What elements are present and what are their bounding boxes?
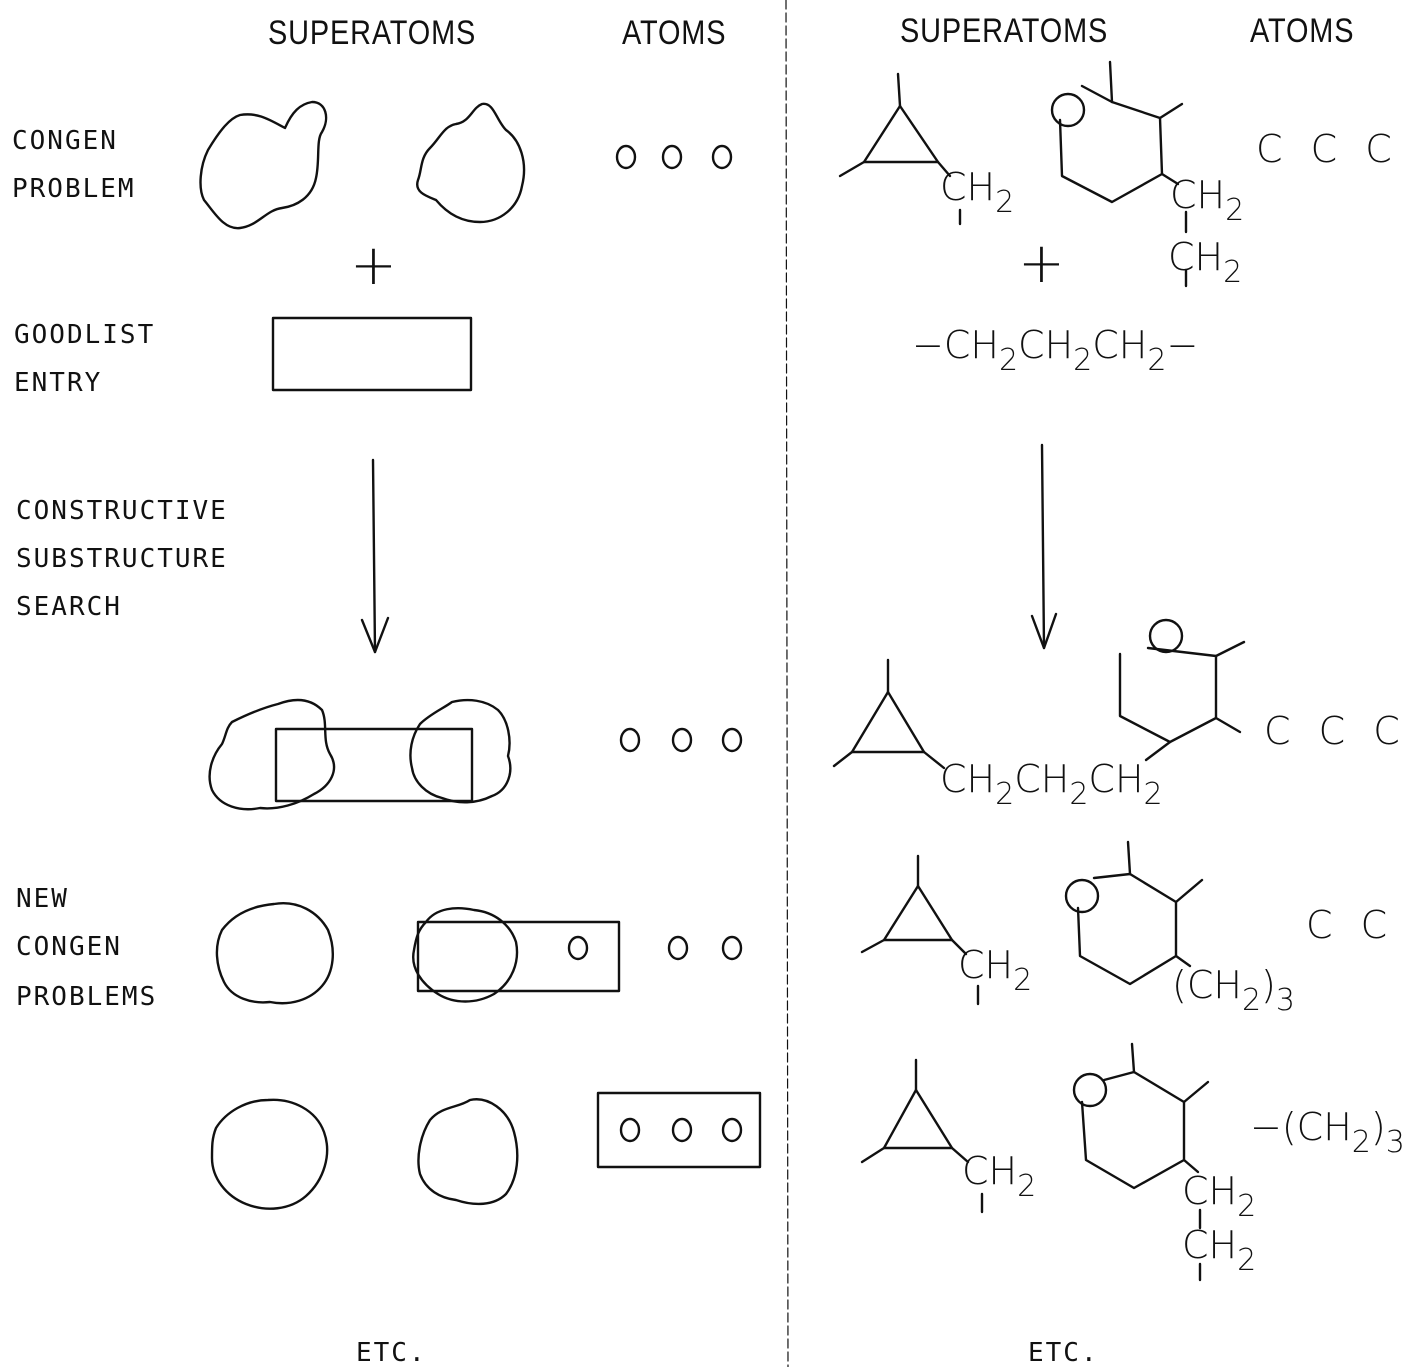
label-substructure: SUBSTRUCTURE [16,544,228,574]
label-congen-2: CONGEN [16,932,122,962]
label-entry: ENTRY [14,368,103,398]
new-box-2 [596,1091,762,1169]
ch2-row3-ring-1: CH2 [1182,1169,1257,1224]
atom-2 [661,144,683,170]
atom-3 [711,144,733,170]
left-plus: + [350,233,397,298]
new-box2-atom-2 [671,1117,693,1143]
ch2-ring-top-2: CH2 [1168,235,1243,290]
right-plus: + [1018,231,1065,296]
right-header-superatoms: SUPERATOMS [900,12,1109,50]
superatom-blob-1 [199,100,328,230]
new-blob-3 [210,1098,329,1210]
label-problem: PROBLEM [12,174,136,204]
result-chain: CH2CH2CH2 [940,757,1163,812]
pyran-ring-top [1050,60,1188,288]
left-etc: ETC. [356,1338,427,1367]
new-box-atom [567,935,589,961]
label-search: SEARCH [16,592,122,622]
result-atom-3 [721,727,743,753]
cyclopropyl-row3 [860,1058,984,1214]
ch2-row3-cyclopropyl: CH2 [962,1149,1037,1204]
new-box-1 [416,920,621,993]
right-header-atoms: ATOMS [1250,12,1355,50]
label-goodlist: GOODLIST [14,320,156,350]
label-new: NEW [16,884,69,914]
left-header-atoms: ATOMS [622,14,727,52]
cyclopropyl-result [832,658,946,770]
new-blob-4 [417,1098,519,1206]
ch2-row3-ring-2: CH2 [1182,1223,1257,1278]
pyran-ring-result [1118,618,1246,762]
ch2-3-ring: (CH2)3 [1172,963,1295,1018]
atoms-ccc-result: C C C [1264,709,1408,753]
panel-divider [785,0,789,1367]
right-etc: ETC. [1028,1338,1099,1367]
cyclopropyl-row2 [860,854,980,1006]
result-atom-2 [671,727,693,753]
new-atom-2 [721,935,743,961]
goodlist-chain: −CH2CH2CH2− [912,323,1199,378]
new-atom-1 [667,935,689,961]
label-problems: PROBLEMS [16,982,158,1012]
new-blob-1 [215,902,334,1005]
label-congen: CONGEN [12,126,118,156]
result-atom-1 [619,727,641,753]
atom-1 [615,144,637,170]
pyran-ring-row3 [1072,1042,1210,1282]
ch2-ring-top-1: CH2 [1170,173,1245,228]
atoms-ccc-top: C C C [1256,127,1400,171]
goodlist-entry-box [271,316,473,392]
atoms-cc: C C [1306,903,1396,947]
result-blob-2 [409,698,512,804]
result-blob-1 [208,698,336,811]
superatom-blob-2 [416,102,526,224]
pyran-ring-row2 [1064,840,1204,986]
label-constructive: CONSTRUCTIVE [16,496,228,526]
ch2-row2-cyclopropyl: CH2 [958,943,1033,998]
new-blob-2 [412,907,519,1003]
ch2-3-atoms: −(CH2)3 [1250,1105,1405,1160]
new-box2-atom-1 [619,1117,641,1143]
left-header-superatoms: SUPERATOMS [268,14,477,52]
new-box2-atom-3 [721,1117,743,1143]
result-box [274,727,474,803]
cyclopropyl-top [838,72,962,226]
